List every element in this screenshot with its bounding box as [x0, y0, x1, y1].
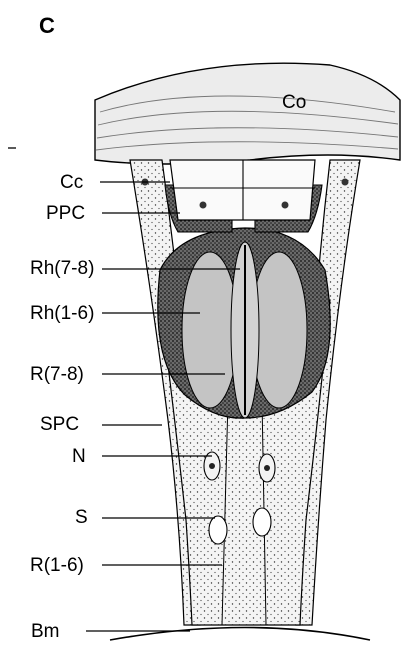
label-r78: R(7-8)	[30, 364, 84, 385]
label-r16: R(1-6)	[30, 555, 84, 576]
basement-membrane	[110, 628, 370, 641]
cornea	[95, 63, 400, 164]
label-rh78: Rh(7-8)	[30, 258, 94, 279]
label-n: N	[72, 446, 86, 467]
label-rh16: Rh(1-6)	[30, 303, 94, 324]
label-co: Co	[282, 92, 306, 113]
label-bm: Bm	[31, 621, 60, 642]
label-cc: Cc	[60, 172, 83, 193]
panel-letter: C	[39, 13, 55, 38]
label-ppc: PPC	[46, 203, 85, 224]
label-s: S	[75, 507, 88, 528]
label-spc: SPC	[40, 414, 79, 435]
